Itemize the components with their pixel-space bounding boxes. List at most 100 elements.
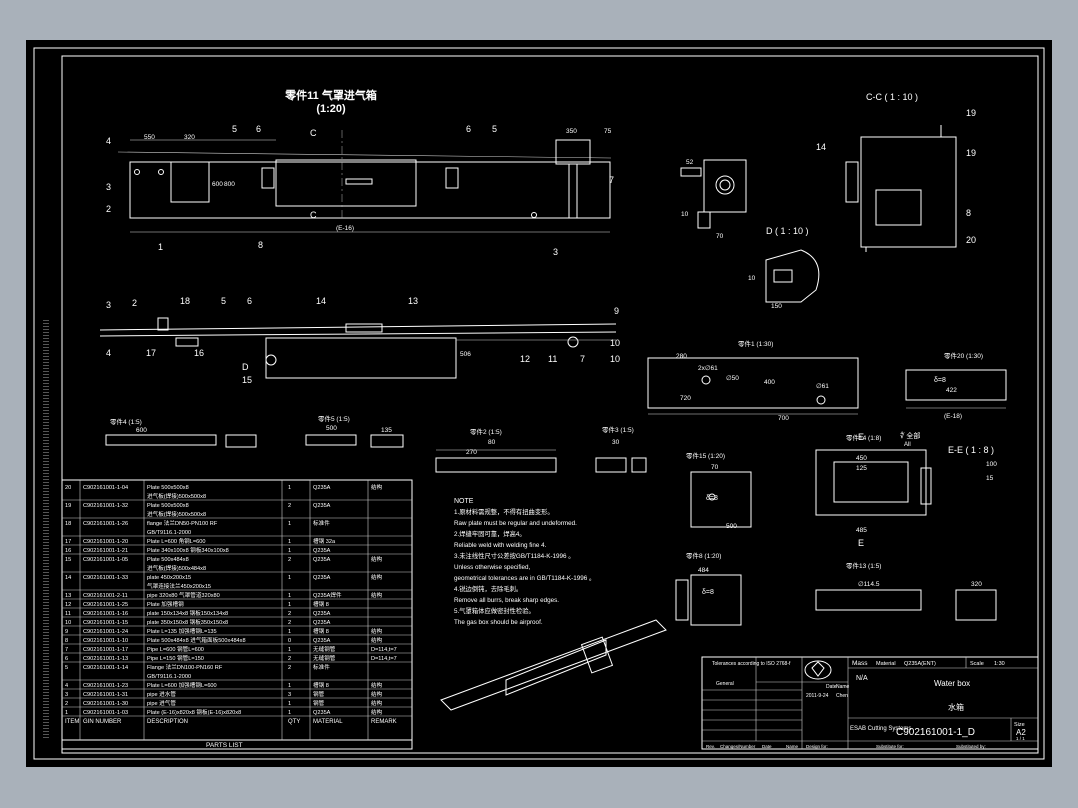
svg-text:E: E [858,432,864,442]
svg-text:∅61: ∅61 [816,383,829,390]
svg-text:11: 11 [548,354,557,364]
part15-view [690,471,752,528]
parts-list-cell-item: 18 [65,521,71,527]
svg-text:5: 5 [221,296,226,306]
part20-view [905,369,1007,409]
parts-list-cell-mat: 槽钢 8 [313,600,329,608]
svg-text:20: 20 [966,235,976,245]
svg-text:10: 10 [748,275,756,282]
svg-text:4: 4 [106,348,111,358]
svg-text:2: 2 [106,204,111,214]
parts-list-cell-mat: Q235A [313,620,331,626]
part13-title: 零件13 (1:5) [846,561,881,570]
svg-text:14: 14 [816,142,826,152]
svg-text:Date: Date [826,684,837,690]
parts-list-cell-rem: 结构 [371,636,383,644]
part20-title: 零件20 (1:30) [944,351,983,360]
main-scale: (1:20) [316,103,346,115]
parts-list-header-rem: REMARK [371,719,397,725]
svg-text:30: 30 [612,439,620,446]
svg-text:General: General [716,681,734,687]
parts-list-cell-mat: Q235A [313,638,331,644]
svg-text:75: 75 [604,128,612,135]
parts-list-cell-desc: pipe 进水管 [147,690,176,698]
svg-text:600: 600 [136,427,147,434]
parts-list-cell-gin: C902161001-1-03 [83,710,128,716]
parts-list-header-item: ITEM [65,719,79,725]
parts-list-cell-mat: 标准件 [313,663,330,671]
thickness-label: δ=8 [934,377,946,384]
parts-list-cell-desc2: 气罩连接法兰450x200x15 [147,582,211,590]
svg-text:5: 5 [232,124,237,134]
parts-list-cell-qty: 1 [288,548,291,554]
parts-list-cell-gin: C902161001-1-20 [83,539,128,545]
parts-list-cell-desc: plate 150x134x8 钢板150x134x8 [147,609,228,617]
company-logo-icon [804,660,832,680]
parts-list-cell-desc: Plate 加强槽钢 [147,600,184,608]
svg-text:Changes/Number: Changes/Number [720,744,756,749]
parts-list-cell-rem: D=114,t=7 [371,647,397,653]
svg-text:Name: Name [786,744,799,749]
part8-title: 零件8 (1:20) [686,551,721,560]
part14-view [815,449,932,516]
parts-list-cell-desc: Flange 法兰DN100-PN160 RF [147,663,223,671]
part3-title: 零件3 (1:5) [602,425,634,434]
part14-title: 零件14 (1:8) [846,433,881,442]
main-view-top [117,130,612,233]
parts-list-cell-qty: 0 [288,638,291,644]
svg-text:80: 80 [488,439,496,446]
svg-text:Chen: Chen [836,693,848,699]
parts-list-cell-qty: 1 [288,575,291,581]
svg-text:125: 125 [856,465,867,472]
parts-list-cell-qty: 3 [288,692,291,698]
svg-text:Substituted by:: Substituted by: [956,744,986,749]
section-cc-view [845,125,957,252]
svg-text:Name: Name [836,684,850,690]
parts-list-cell-gin: C902161001-1-24 [83,629,128,635]
svg-text:7: 7 [580,354,585,364]
parts-list-cell-mat: 钢管 [313,699,325,707]
parts-list-header-mat: MATERIAL [313,719,343,725]
parts-list-cell-rem: 结构 [371,627,383,635]
parts-list-cell-mat: Q235A [313,557,331,563]
parts-list-cell-rem: D=114,t=7 [371,656,397,662]
parts-list-cell-qty: 1 [288,629,291,635]
svg-text:Reliable weld with welding fin: Reliable weld with welding fine 4. [454,542,547,549]
inner-frame [61,55,1039,754]
parts-list-cell-gin: C902161001-1-04 [83,485,128,491]
svg-text:7: 7 [609,175,614,185]
main-title: 零件11 气罩进气箱 [284,88,377,102]
parts-list-cell-item: 20 [65,485,71,491]
detail-d-view [765,249,820,303]
parts-list-cell-mat: 标准件 [313,519,330,527]
parts-list-header-gin: GIN NUMBER [83,719,122,725]
parts-list-cell-item: 7 [65,647,68,653]
svg-text:15: 15 [986,475,994,482]
parts-list-cell-item: 9 [65,629,68,635]
part13-view [815,589,997,621]
surface-finish-all: All [904,442,911,448]
svg-text:12: 12 [520,354,530,364]
parts-list-cell-desc: Pipe L=150 钢管L=150 [147,654,204,662]
parts-list-cell-qty: 1 [288,647,291,653]
svg-text:320: 320 [184,134,195,141]
svg-text:18: 18 [180,296,190,306]
svg-text:270: 270 [466,449,477,456]
parts-list-cell-item: 3 [65,692,68,698]
parts-list-cell-qty: 2 [288,611,291,617]
svg-text:A2: A2 [1016,728,1026,737]
svg-text:700: 700 [778,415,789,422]
part2-title: 零件2 (1:5) [470,427,502,436]
title-block: Tolerances according to ISO 2768-f Gener… [701,656,1039,750]
parts-list-cell-gin: C902161001-2-11 [83,593,128,599]
part1-title: 零件1 (1:30) [738,339,773,348]
parts-list-header-qty: QTY [288,719,300,725]
parts-list-cell-gin: C902161001-1-10 [83,638,128,644]
svg-text:Date: Date [762,744,772,749]
parts-list-cell-qty: 1 [288,593,291,599]
parts-list-cell-desc: Plate 500x500x8 [147,485,189,491]
parts-list-cell-desc2: GB/T9116.1-2000 [147,674,191,680]
parts-list-cell-rem: 结构 [371,699,383,707]
parts-list-cell-desc2: 进气板(焊接)500x484x8 [147,564,206,572]
parts-list-cell-item: 4 [65,683,68,689]
